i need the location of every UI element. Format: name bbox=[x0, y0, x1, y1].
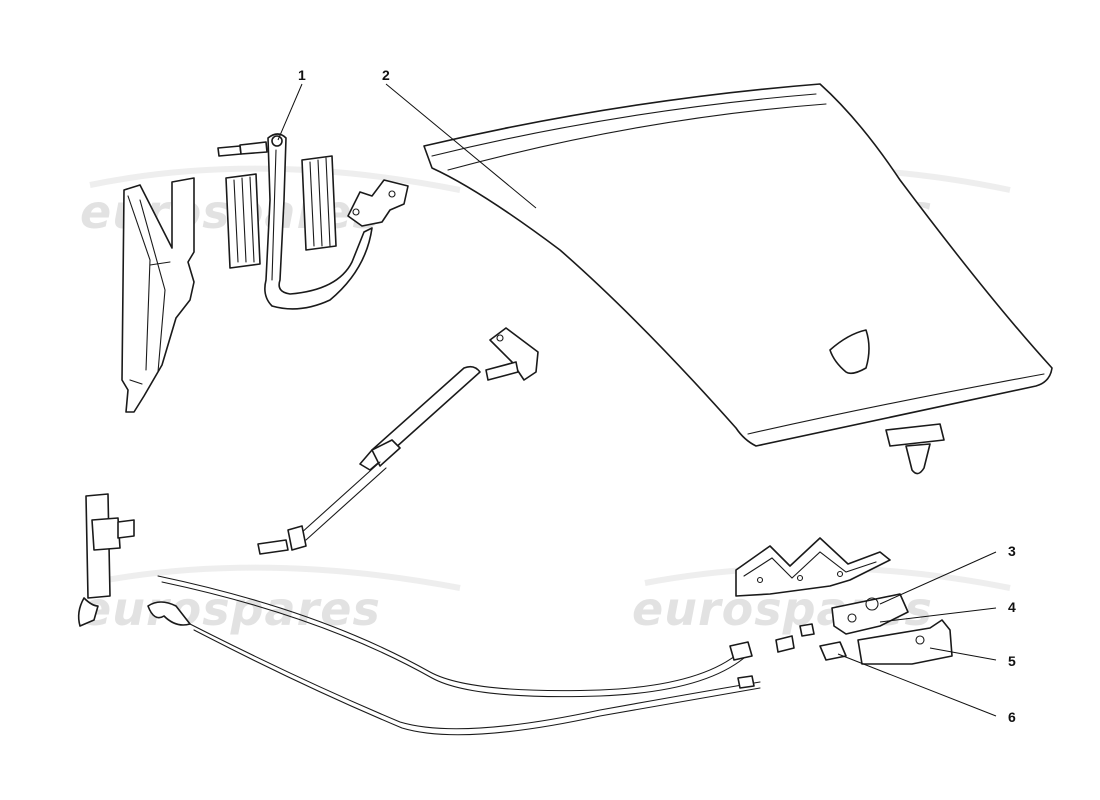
latch-mechanism bbox=[799, 593, 909, 637]
callout-6: 6 bbox=[1008, 709, 1016, 725]
release-cables bbox=[147, 575, 761, 736]
callout-1: 1 bbox=[298, 67, 306, 83]
latch-bracket bbox=[735, 537, 891, 597]
latch-plate bbox=[857, 619, 953, 665]
callout-5: 5 bbox=[1008, 653, 1016, 669]
latch-clip bbox=[775, 635, 847, 661]
hinge-assembly bbox=[217, 133, 409, 310]
watermark-bottom-left: eurospares bbox=[80, 564, 461, 636]
side-panel bbox=[121, 177, 195, 413]
release-handle bbox=[77, 493, 135, 627]
bonnet-lid bbox=[423, 83, 1053, 475]
leader-lines bbox=[277, 83, 997, 717]
callout-2: 2 bbox=[382, 67, 390, 83]
callout-4: 4 bbox=[1008, 599, 1016, 615]
gas-strut bbox=[257, 327, 539, 555]
callout-3: 3 bbox=[1008, 543, 1016, 559]
svg-text:eurospares: eurospares bbox=[80, 582, 381, 636]
